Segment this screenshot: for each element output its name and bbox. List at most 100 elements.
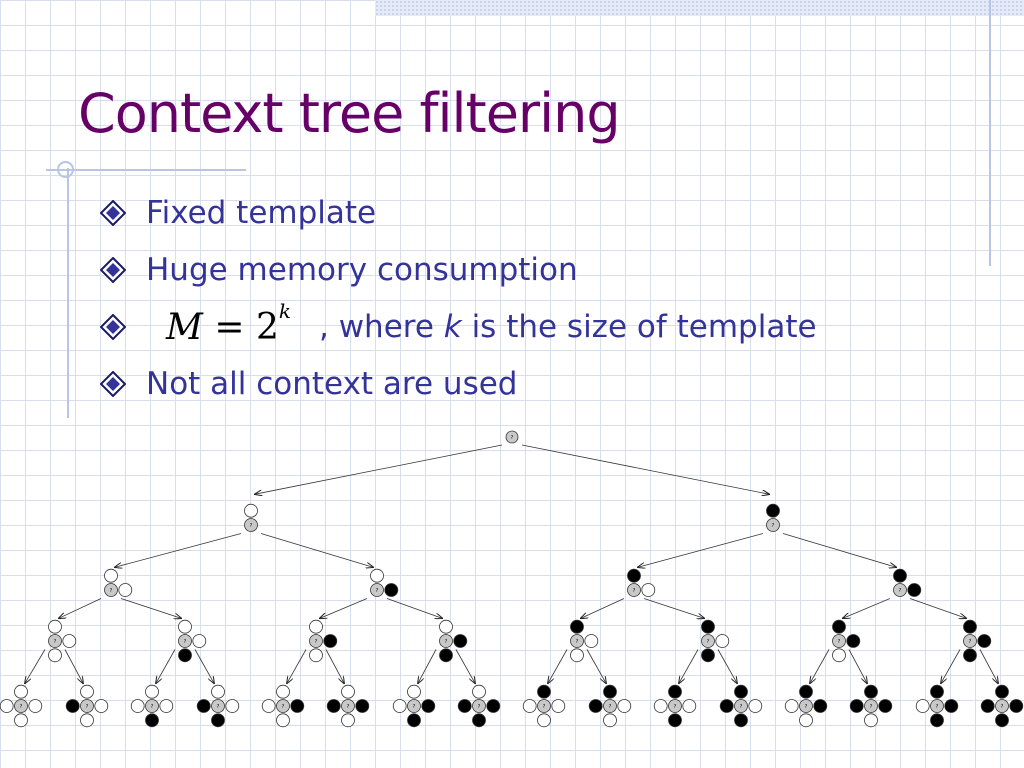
tree-node-unknown	[893, 583, 907, 597]
tree-edge	[156, 649, 176, 684]
tree-node-black	[799, 684, 813, 699]
tree-node-black	[178, 648, 192, 663]
formula-exponent: k	[278, 298, 291, 323]
tree-node-black	[719, 699, 734, 713]
tree-node-white	[192, 634, 207, 648]
tree-node-unknown	[799, 699, 813, 713]
tree-node-black	[734, 684, 748, 699]
tree-node-unknown	[963, 634, 977, 648]
tree-node-black	[453, 634, 468, 648]
tree-node-black	[588, 699, 603, 713]
tree-node-white	[225, 699, 240, 713]
tree-node-unknown	[48, 634, 62, 648]
tree-node-unknown	[832, 634, 846, 648]
tree-node-white	[28, 699, 43, 713]
tree-node-label: ?	[740, 704, 743, 710]
tree-node-label: ?	[936, 704, 939, 710]
tree-node-unknown	[766, 518, 780, 532]
tree-node-black	[211, 713, 225, 728]
tree-node-black	[864, 684, 878, 699]
tree-node-white	[748, 699, 763, 713]
tree-node-label: ?	[969, 639, 972, 645]
tree-node-label: ?	[282, 704, 285, 710]
tree-node-white	[80, 713, 94, 728]
bullet-text-suffix: is the size of template	[461, 309, 817, 345]
tree-node-unknown	[668, 699, 682, 713]
tree-edge	[909, 598, 966, 619]
tree-node-label: ?	[633, 588, 636, 594]
tree-node-white	[159, 699, 174, 713]
tree-node-white	[80, 684, 94, 699]
tree-node-label: ?	[838, 639, 841, 645]
tree-node-black	[439, 648, 453, 663]
tree-edge	[25, 649, 46, 684]
tree-node-label: ?	[674, 704, 677, 710]
tree-edge	[941, 649, 961, 684]
tree-edge	[120, 598, 181, 619]
tree-nodes: ???????????????????????????????	[0, 430, 1024, 728]
tree-edge	[260, 533, 373, 568]
tree-node-white	[211, 684, 225, 699]
tree-node-white	[832, 648, 846, 663]
top-decor-band	[375, 0, 1024, 16]
tree-node-unknown	[244, 518, 258, 532]
tree-node-white	[118, 583, 133, 597]
tree-node-unknown	[701, 634, 715, 648]
tree-node-white	[603, 713, 617, 728]
tree-edge	[638, 533, 764, 568]
tree-edge	[325, 649, 344, 684]
title-rule	[46, 169, 246, 171]
tree-node-unknown	[472, 699, 486, 713]
tree-node-black	[944, 699, 959, 713]
tree-node-black	[1009, 699, 1024, 713]
tree-edge	[548, 649, 568, 684]
tree-node-white	[570, 648, 584, 663]
tree-node-white	[244, 503, 258, 518]
formula-lhs: M	[166, 306, 203, 348]
tree-node-black	[846, 634, 861, 648]
tree-node-black	[907, 583, 922, 597]
tree-node-black	[995, 684, 1009, 699]
tree-node-unknown	[145, 699, 159, 713]
tree-node-label: ?	[899, 588, 902, 594]
tree-node-unknown	[104, 583, 118, 597]
title-circle-ornament	[57, 161, 74, 178]
tree-node-white	[682, 699, 697, 713]
tree-node-label: ?	[576, 639, 579, 645]
tree-node-label: ?	[772, 523, 775, 529]
tree-node-white	[309, 648, 323, 663]
tree-node-black	[145, 713, 159, 728]
tree-node-black	[701, 619, 715, 634]
tree-node-black	[355, 699, 370, 713]
tree-node-black	[326, 699, 341, 713]
tree-node-white	[653, 699, 668, 713]
tree-node-unknown	[995, 699, 1009, 713]
bullet-text: Huge memory consumption	[146, 252, 578, 288]
bullet-text-prefix: , where	[318, 309, 444, 345]
tree-node-white	[439, 619, 453, 634]
diamond-bullet-icon	[100, 200, 126, 226]
tree-node-black	[570, 619, 584, 634]
bullet-text: Fixed template	[146, 195, 377, 231]
tree-edge	[386, 598, 442, 619]
tree-edge	[643, 598, 704, 619]
tree-node-black	[963, 648, 977, 663]
diamond-bullet-icon	[100, 371, 126, 397]
tree-node-label: ?	[20, 704, 23, 710]
tree-node-label: ?	[86, 704, 89, 710]
tree-node-label: ?	[110, 588, 113, 594]
tree-node-black	[603, 684, 617, 699]
tree-node-label: ?	[609, 704, 612, 710]
tree-node-black	[65, 699, 80, 713]
bullet-item-fixed-template: Fixed template	[100, 193, 376, 233]
tree-edge	[455, 649, 475, 684]
tree-node-unknown	[505, 430, 519, 444]
tree-node-white	[94, 699, 109, 713]
tree-node-black	[384, 583, 399, 597]
tree-node-unknown	[370, 583, 384, 597]
tree-node-black	[196, 699, 211, 713]
tree-edge	[679, 649, 699, 684]
tree-edge	[64, 649, 83, 684]
diamond-bullet-icon	[100, 314, 126, 340]
